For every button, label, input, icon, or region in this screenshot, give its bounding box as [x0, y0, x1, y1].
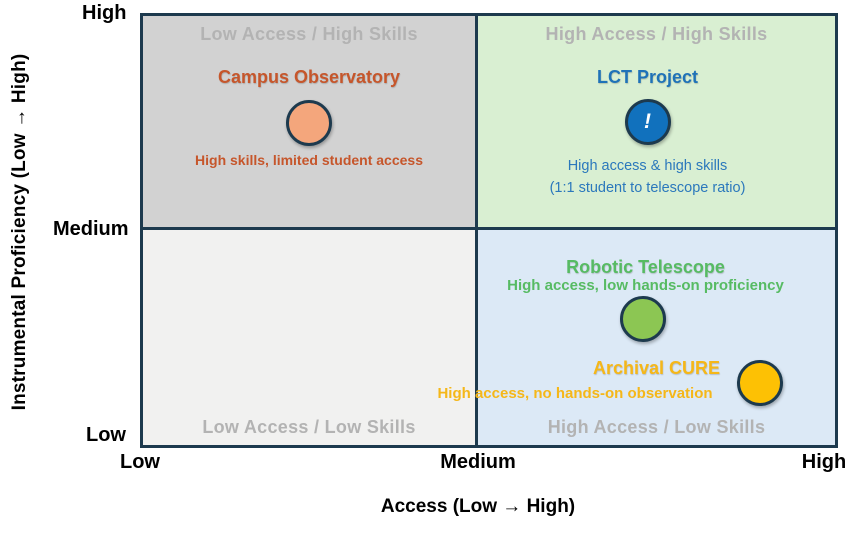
quadrant-label: High Access / High Skills [545, 24, 768, 44]
archival-cure-marker [737, 360, 783, 406]
point-title-archival-cure: Archival CURE [592, 358, 721, 378]
x-axis-title: Access (Low → High) [380, 496, 576, 517]
x-tick-medium: Medium [440, 451, 516, 473]
quadrant-label: Low Access / Low Skills [202, 417, 416, 437]
y-axis-title: Instrumental Proficiency (Low → High) [9, 53, 30, 411]
point-note-text: High skills, limited student access [195, 152, 423, 168]
x-tick-low: Low [120, 451, 160, 473]
quadrant-label: High Access / Low Skills [547, 417, 766, 437]
point-note-campus-observatory: High skills, limited student access [143, 150, 475, 170]
quadrant-label: Low Access / High Skills [200, 24, 418, 44]
quadrant-low-access-high-skills: Low Access / High Skills Campus Observat… [143, 16, 478, 230]
point-note-lct-project: High access & high skills (1:1 student t… [469, 155, 826, 199]
robotic-telescope-marker [620, 296, 666, 342]
point-note-line2: (1:1 student to telescope ratio) [549, 180, 746, 196]
y-tick-low: Low [86, 424, 126, 446]
x-tick-high: High [801, 451, 845, 473]
point-title-robotic-telescope: Robotic Telescope [566, 257, 725, 277]
quadrant-high-access-low-skills: Robotic Telescope High access, low hands… [437, 230, 835, 445]
quadrant-low-access-low-skills: Low Access / Low Skills [143, 230, 478, 445]
point-note-archival-cure: High access, no hands-on observation [437, 385, 713, 402]
y-tick-high: High [82, 2, 127, 24]
point-title-campus-observatory: Campus Observatory [217, 67, 401, 87]
y-tick-medium: Medium [53, 218, 129, 240]
quadrant-high-access-high-skills: High Access / High Skills LCT Project ! … [478, 16, 835, 230]
point-note-robotic-telescope: High access, low hands-on proficiency [507, 277, 784, 294]
point-note-line1: High access & high skills [567, 158, 728, 174]
plot-area: Low Access / High Skills Campus Observat… [140, 13, 838, 448]
campus-observatory-marker [286, 100, 332, 146]
point-title-lct-project: LCT Project [596, 67, 698, 87]
exclamation-glyph: ! [644, 109, 651, 133]
lct-project-marker: ! [624, 99, 671, 145]
